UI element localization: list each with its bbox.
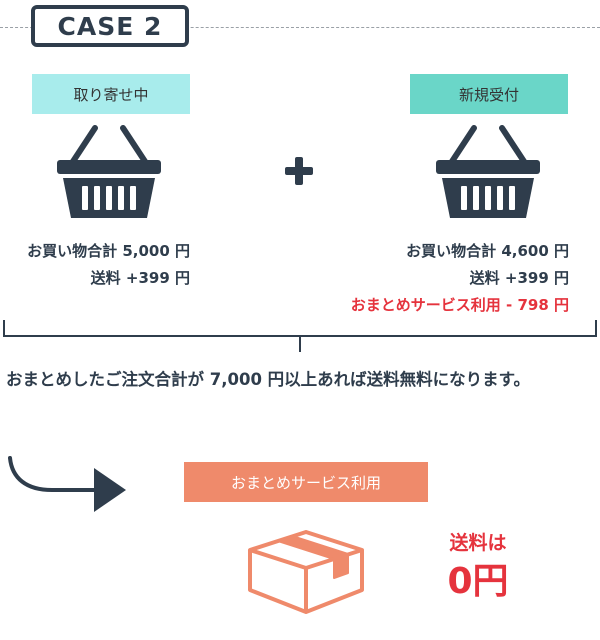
dashed-divider — [0, 27, 600, 28]
right-subtotal: お買い物合計 4,600 円 — [406, 242, 569, 260]
box-icon — [248, 530, 364, 614]
service-tag: おまとめサービス利用 — [184, 462, 428, 502]
arrow-icon — [8, 456, 126, 512]
basket-icon — [57, 125, 161, 218]
right-discount: おまとめサービス利用 - 798 円 — [350, 296, 569, 314]
summary-message: おまとめしたご注文合計が 7,000 円以上あれば送料無料になります。 — [6, 370, 531, 389]
free-shipping-value: 0円 — [447, 561, 509, 602]
left-shipping: 送料 +399 円 — [90, 269, 190, 287]
tag-ordered-label: 取り寄せ中 — [73, 85, 149, 104]
case-label-stamp: CASE 2 — [31, 5, 189, 47]
free-shipping-label: 送料は — [449, 532, 507, 554]
plus-icon — [285, 157, 313, 185]
basket-icon — [436, 125, 540, 218]
service-tag-label: おまとめサービス利用 — [230, 473, 381, 492]
case-label-text: CASE 2 — [57, 11, 163, 41]
right-shipping: 送料 +399 円 — [469, 269, 569, 287]
tag-new-order-label: 新規受付 — [458, 85, 519, 104]
tag-ordered: 取り寄せ中 — [32, 74, 190, 114]
left-subtotal: お買い物合計 5,000 円 — [27, 242, 190, 260]
total-bracket — [3, 320, 597, 352]
tag-new-order: 新規受付 — [410, 74, 568, 114]
